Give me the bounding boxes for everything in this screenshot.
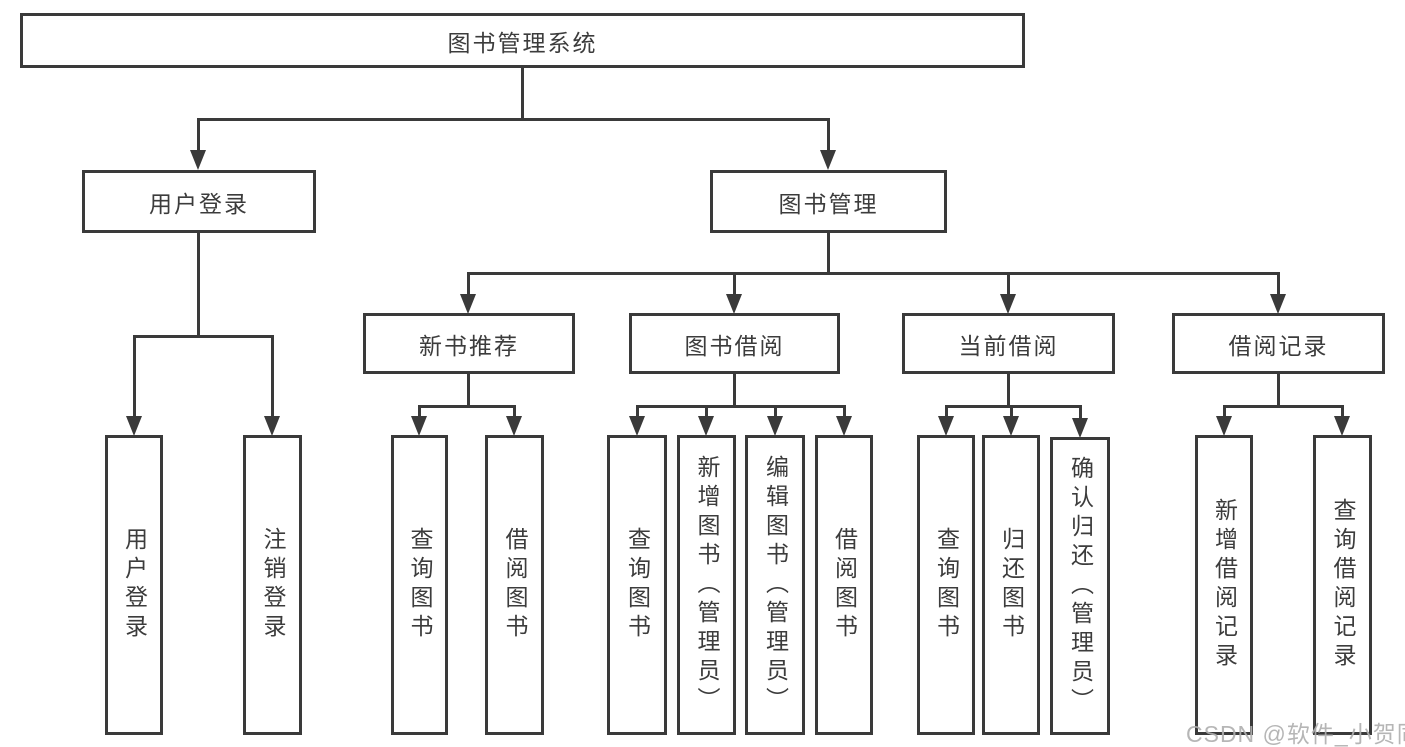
node-book-borrowing: 图书借阅 [629,313,840,374]
arrow-down-icon [1000,294,1016,314]
arrow-down-icon [1334,416,1350,436]
arrow-down-icon [1072,418,1088,438]
connector-line [636,405,846,408]
connector-line [1277,373,1280,407]
connector-line [1277,272,1280,296]
connector-line [827,118,830,152]
node-recommend-borrow-books: 借阅图书 [485,435,544,735]
node-query-borrow-record: 查询借阅记录 [1313,435,1372,735]
arrow-down-icon [820,150,836,170]
connector-line [705,405,708,418]
arrow-down-icon [460,294,476,314]
connector-line [1010,405,1013,418]
connector-line [418,405,516,408]
connector-line [945,405,948,418]
arrow-down-icon [698,416,714,436]
node-borrowing-borrow-books: 借阅图书 [815,435,873,735]
connector-line [733,272,736,296]
node-edit-book-admin: 编辑图书（管理员） [745,435,805,735]
node-add-book-admin: 新增图书（管理员） [677,435,736,735]
node-current-query-books: 查询图书 [917,435,975,735]
node-confirm-return-admin: 确认归还（管理员） [1050,437,1110,735]
connector-line [636,405,639,418]
arrow-down-icon [411,416,427,436]
watermark: CSDN @软件_小贺同学 [1186,721,1405,747]
connector-line [418,405,421,418]
arrow-down-icon [1270,294,1286,314]
connector-line [733,373,736,407]
node-book-management: 图书管理 [710,170,947,233]
connector-line [1223,405,1344,408]
connector-line [197,118,830,121]
node-add-borrow-record: 新增借阅记录 [1195,435,1253,735]
node-return-books: 归还图书 [982,435,1040,735]
connector-line [827,232,830,274]
arrow-down-icon [126,416,142,436]
node-login: 用户登录 [105,435,163,735]
arrow-down-icon [726,294,742,314]
arrow-down-icon [1003,416,1019,436]
node-borrow-records: 借阅记录 [1172,313,1385,374]
connector-line [513,405,516,418]
arrow-down-icon [264,416,280,436]
connector-line [521,67,524,120]
connector-line [467,373,470,407]
arrow-down-icon [938,416,954,436]
node-borrowing-query-books: 查询图书 [607,435,667,735]
arrow-down-icon [836,416,852,436]
arrow-down-icon [629,416,645,436]
connector-line [1341,405,1344,418]
connector-line [1007,272,1010,296]
connector-line [945,405,1082,408]
node-recommend-query-books: 查询图书 [391,435,448,735]
connector-line [133,335,274,338]
connector-line [271,335,274,418]
connector-line [467,272,1280,275]
arrow-down-icon [1216,416,1232,436]
connector-line [467,272,470,296]
connector-line [774,405,777,418]
node-logout: 注销登录 [243,435,302,735]
arrow-down-icon [506,416,522,436]
node-library-system: 图书管理系统 [20,13,1025,68]
connector-line [1007,373,1010,407]
node-user-login: 用户登录 [82,170,316,233]
connector-line [197,232,200,337]
node-current-borrowing: 当前借阅 [902,313,1115,374]
connector-line [1079,405,1082,420]
arrow-down-icon [190,150,206,170]
arrow-down-icon [767,416,783,436]
connector-line [843,405,846,418]
connector-line [197,118,200,152]
node-new-book-recommend: 新书推荐 [363,313,575,374]
connector-line [1223,405,1226,418]
connector-line [133,335,136,418]
